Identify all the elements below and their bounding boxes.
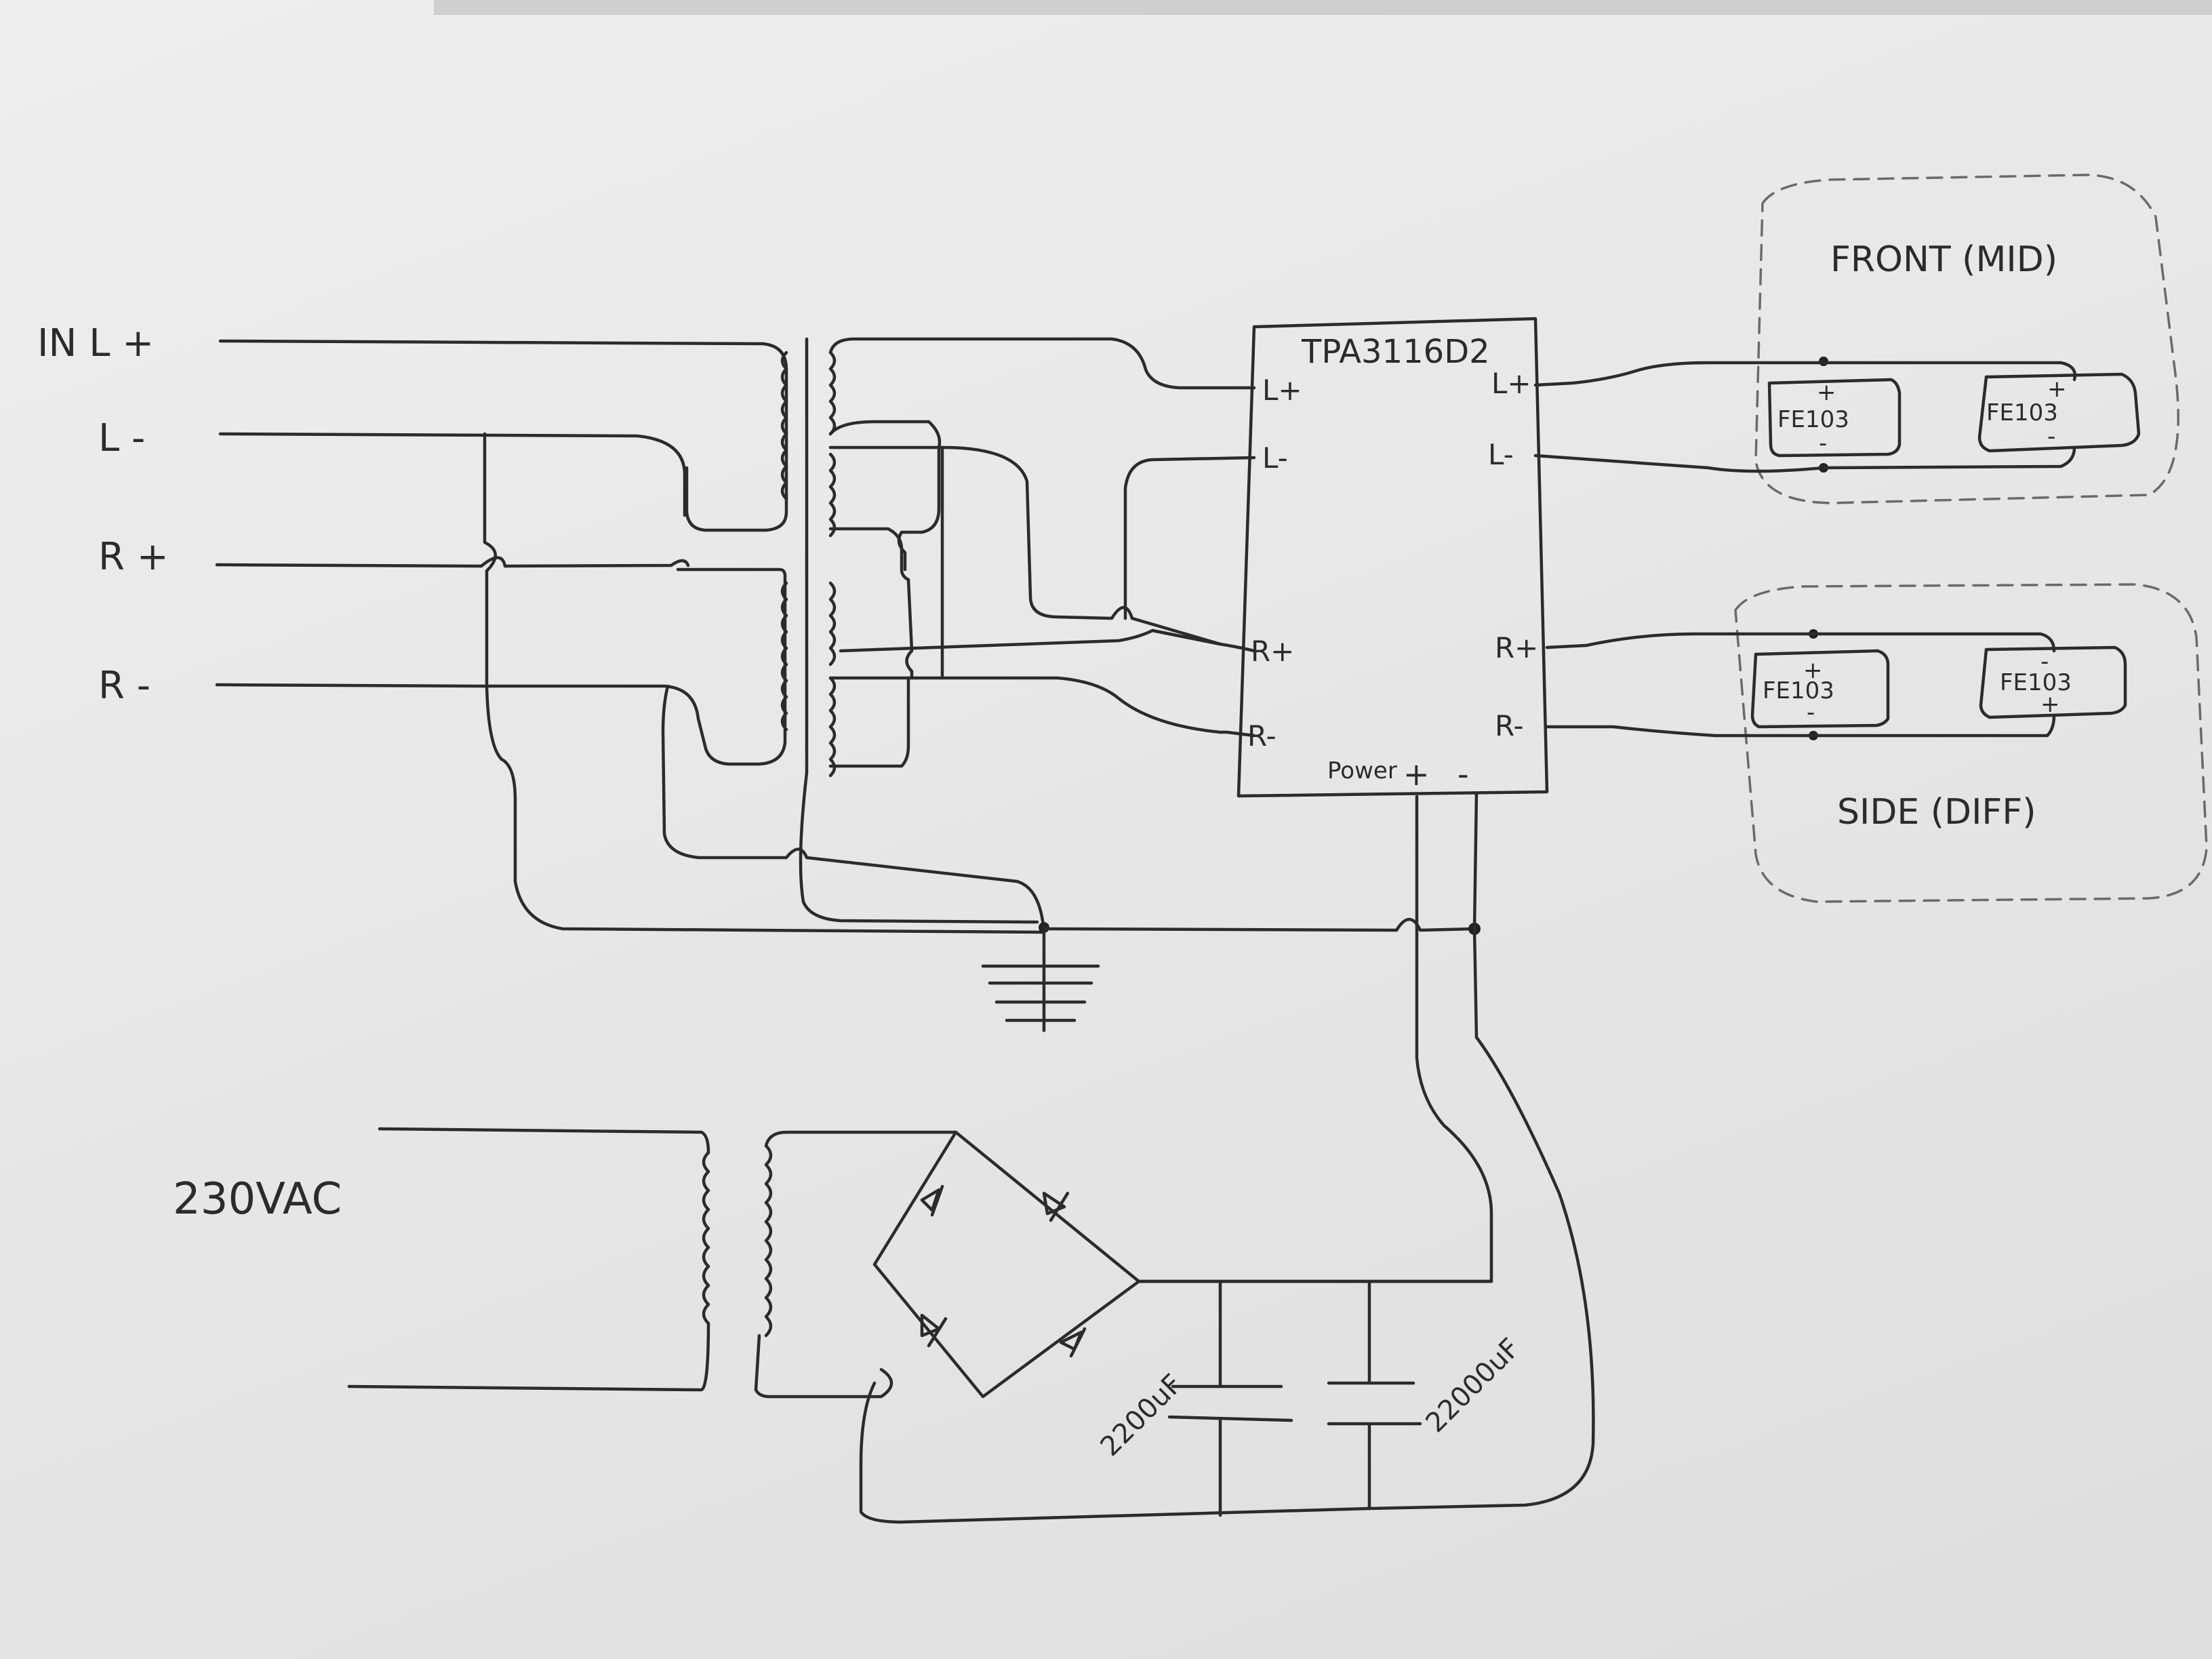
wire-side-minus — [1545, 713, 2056, 738]
front-driver-1-plus: + — [1817, 379, 1836, 406]
mains-label: 230VAC — [173, 1174, 342, 1224]
secondary-loop-3 — [828, 445, 1222, 646]
diode-4 — [1059, 1327, 1087, 1358]
amp-pin-r-plus-out: R+ — [1495, 631, 1538, 664]
filter-capacitors: 2200uF 22000uF — [1095, 1279, 1527, 1517]
coil-left-top — [780, 351, 788, 501]
amp-power-minus: - — [1457, 756, 1469, 793]
wire-amp-r-plus-in — [1150, 628, 1256, 653]
input-wires — [215, 339, 1046, 934]
side-speaker-group: SIDE (DIFF) FE103 + - FE103 - + — [1545, 583, 2208, 903]
side-driver-1 — [1750, 649, 1890, 729]
amplifier-block: TPA3116D2 L+ L- R+ R- L+ L- R+ R- Power … — [1236, 317, 1549, 798]
primary-bottom — [347, 1321, 710, 1392]
wire-to-amp-lminus — [1123, 456, 1256, 620]
input-label-r-minus: R - — [98, 664, 150, 708]
coil-left-bottom — [780, 581, 788, 732]
cap2-value: 22000uF — [1420, 1332, 1527, 1439]
amp-pin-r-plus-in: R+ — [1251, 635, 1294, 668]
secondary-loop-1 — [828, 337, 1256, 390]
side-driver-1-minus: - — [1807, 699, 1815, 726]
side-driver-2-minus: - — [2040, 648, 2049, 675]
keyboard-edge — [434, 0, 2212, 15]
wire-r-minus-drop — [661, 684, 1046, 934]
cap1-plate-bottom — [1167, 1415, 1293, 1422]
wire-side-plus — [1545, 632, 2056, 653]
wire-r-minus — [215, 567, 787, 766]
wire-l-plus — [218, 339, 788, 532]
front-driver-1-minus: - — [1819, 430, 1827, 457]
front-group-label: FRONT (MID) — [1830, 239, 2057, 280]
front-group-outline — [1754, 174, 2179, 504]
front-driver-1-model: FE103 — [1777, 406, 1849, 433]
front-driver-2 — [1977, 372, 2141, 453]
wire-power-plus — [1137, 795, 1493, 1283]
amp-pin-l-minus-in: L- — [1262, 441, 1288, 475]
side-driver-2-plus: + — [2040, 691, 2060, 718]
amp-pin-l-plus-in: L+ — [1262, 374, 1302, 407]
front-driver-2-model: FE103 — [1986, 399, 2058, 426]
side-group-outline — [1734, 583, 2208, 903]
mains-transformer — [347, 1127, 958, 1399]
input-label-l-plus: IN L + — [37, 321, 154, 365]
bridge-outline — [872, 1130, 1141, 1399]
ground-bus — [1042, 917, 1476, 932]
input-label-r-plus: R + — [98, 535, 169, 579]
secondary-coil — [764, 1144, 773, 1338]
side-driver-2-model: FE103 — [2000, 669, 2072, 696]
amp-pin-r-minus-out: R- — [1495, 709, 1524, 742]
amp-power-label: Power — [1327, 757, 1397, 784]
amp-pin-l-minus-out: L- — [1488, 438, 1514, 471]
coil-right-4 — [828, 676, 837, 778]
side-group-label: SIDE (DIFF) — [1837, 792, 2036, 833]
wire-l-minus-drop — [483, 432, 1046, 934]
side-driver-1-plus: + — [1803, 657, 1823, 684]
diode-1 — [920, 1184, 944, 1217]
secondary-loop-7 — [828, 676, 910, 768]
wire-r-plus — [215, 556, 690, 568]
side-driver-2 — [1979, 645, 2127, 719]
primary-coil — [702, 1151, 710, 1325]
amplifier-name: TPA3116D2 — [1301, 333, 1490, 371]
front-driver-2-minus: - — [2047, 423, 2055, 450]
secondary-top — [764, 1130, 958, 1148]
front-speaker-group: FRONT (MID) FE103 + - FE103 + - — [1533, 174, 2179, 504]
input-label-l-minus: L - — [98, 416, 145, 460]
side-driver-1-model: FE103 — [1763, 677, 1834, 704]
bridge-bottom-lead — [859, 1381, 1371, 1524]
cap1-value: 2200uF — [1095, 1368, 1189, 1462]
amp-pin-l-plus-out: L+ — [1491, 367, 1531, 400]
coil-right-2 — [828, 452, 837, 538]
primary-top — [378, 1127, 710, 1155]
coil-right-1 — [828, 351, 837, 436]
secondary-loop-2 — [828, 420, 942, 572]
wire-l-minus — [218, 432, 687, 517]
bridge-rectifier — [859, 1130, 1371, 1524]
wire-amp-r-minus-in — [1218, 730, 1256, 738]
ground-symbol — [981, 922, 1100, 1033]
amp-power-plus: + — [1403, 756, 1430, 793]
coil-right-3 — [828, 581, 837, 666]
wire-front-plus — [1533, 361, 2077, 387]
wire-front-minus — [1533, 445, 2076, 473]
transformer-core — [799, 337, 1039, 924]
input-transformers — [780, 337, 1256, 924]
diode-3 — [920, 1313, 948, 1348]
front-driver-2-plus: + — [2047, 376, 2067, 403]
secondary-bottom — [754, 1334, 893, 1399]
wire-power-minus — [1367, 791, 1595, 1511]
secondary-loop-4 — [828, 527, 914, 680]
diode-2 — [1042, 1191, 1070, 1222]
secondary-loop-6 — [828, 676, 1222, 734]
front-driver-1 — [1767, 378, 1902, 458]
amplifier-outline — [1236, 317, 1549, 798]
